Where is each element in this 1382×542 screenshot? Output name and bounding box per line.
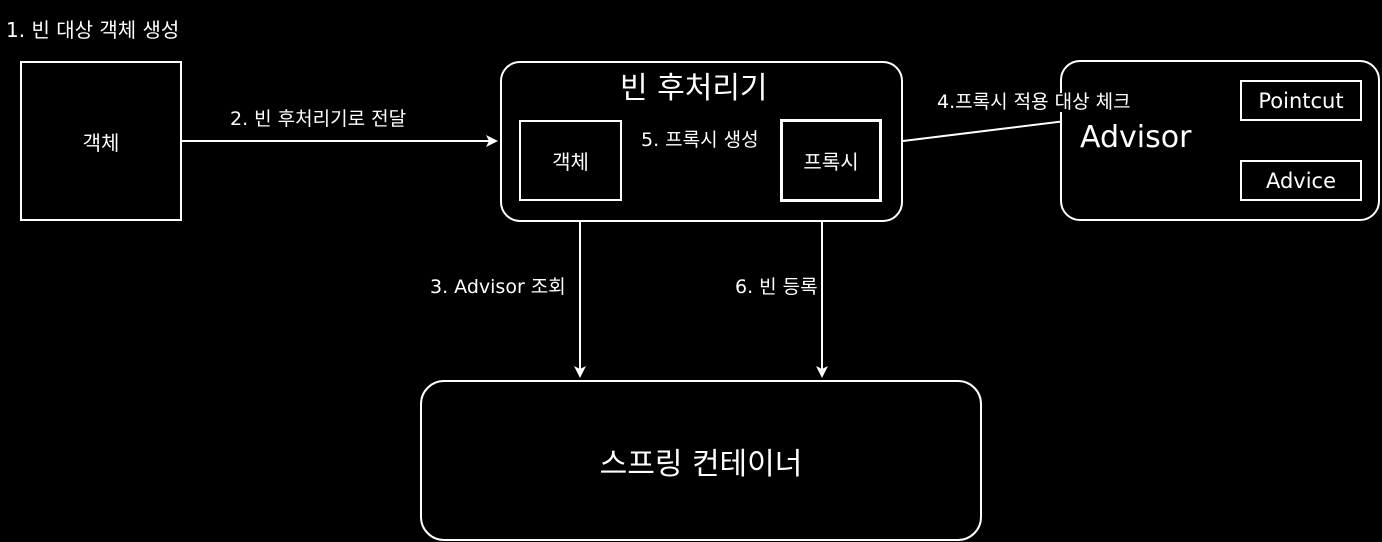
step1-label: 1. 빈 대상 객체 생성 [6, 18, 180, 42]
step4-label: 4.프록시 적용 대상 체크 [937, 91, 1131, 113]
advice-label: Advice [1265, 168, 1337, 193]
inner-object-box: 객체 [519, 120, 622, 201]
step2-label: 2. 빈 후처리기로 전달 [230, 108, 407, 130]
advisor-title: Advisor [1080, 120, 1192, 155]
proxy-label: 프록시 [803, 150, 859, 174]
advice-box: Advice [1240, 160, 1362, 201]
post-processor-title: 빈 후처리기 [620, 71, 768, 106]
object-box-label: 객체 [82, 130, 120, 155]
pointcut-box: Pointcut [1240, 80, 1362, 121]
spring-container-label: 스프링 컨테이너 [599, 446, 803, 482]
proxy-box: 프록시 [780, 119, 882, 202]
step6-label: 6. 빈 등록 [735, 276, 818, 298]
step5-label: 5. 프록시 생성 [641, 129, 759, 151]
spring-container-box: 스프링 컨테이너 [420, 380, 982, 541]
inner-object-label: 객체 [552, 150, 589, 174]
pointcut-label: Pointcut [1258, 88, 1344, 113]
step3-label: 3. Advisor 조회 [430, 276, 566, 298]
object-box: 객체 [20, 61, 182, 221]
